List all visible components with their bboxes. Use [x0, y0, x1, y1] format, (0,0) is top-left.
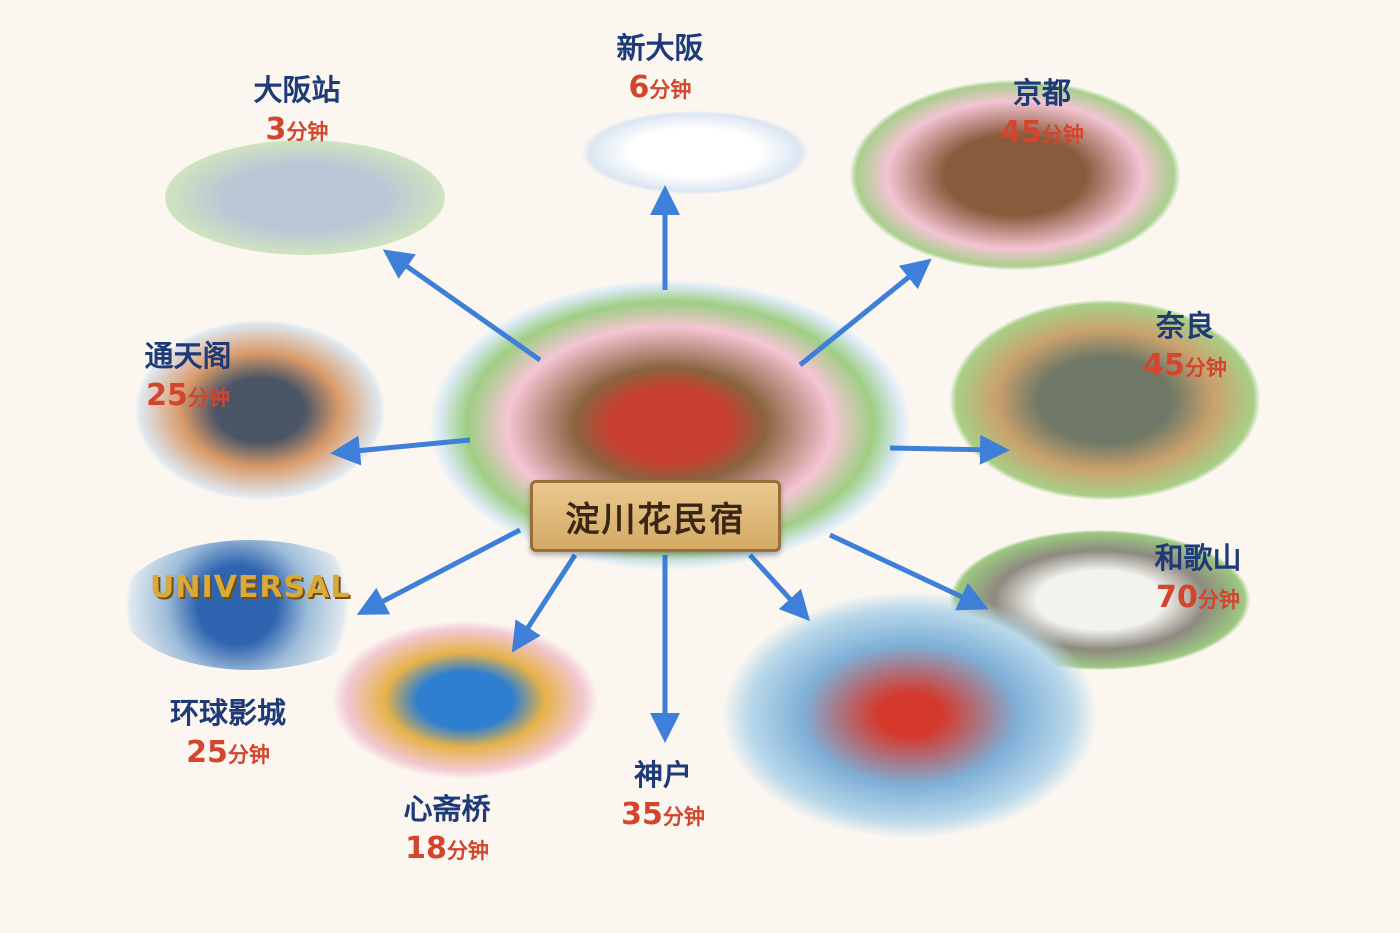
- arrow-shinsaibashi: [511, 553, 578, 653]
- usj-globe-illustration: [120, 540, 380, 670]
- destination-name: 通天阁: [144, 339, 232, 373]
- travel-time: 6分钟: [628, 70, 692, 105]
- kyoto-temple-illustration: [850, 80, 1180, 270]
- destination-name: 和歌山: [1154, 541, 1242, 575]
- osaka-station-illustration: [165, 140, 445, 255]
- destination-osaka-station: 大阪站 3分钟: [253, 70, 340, 152]
- destination-wakayama: 和歌山 70分钟: [1154, 538, 1241, 620]
- kobe-port-illustration: [720, 590, 1100, 840]
- travel-time: 18分钟: [405, 831, 489, 866]
- destination-name: 大阪站: [253, 73, 341, 107]
- shinkansen-illustration: [580, 110, 810, 195]
- arrow-kobe-port: [748, 553, 811, 622]
- destination-name: 京都: [1012, 76, 1071, 110]
- arrow-osaka-station: [382, 249, 542, 363]
- tsutenkaku-illustration: [135, 320, 385, 500]
- destination-name: 新大阪: [616, 31, 704, 65]
- destination-tsutenkaku: 通天阁 25分钟: [144, 336, 231, 418]
- destination-name: 心斋桥: [403, 792, 491, 826]
- travel-time: 3分钟: [265, 112, 329, 147]
- travel-time: 70分钟: [1156, 580, 1240, 615]
- travel-time: 45分钟: [1000, 115, 1084, 150]
- travel-time: 25分钟: [146, 378, 230, 413]
- guesthouse-sign: 淀川花民宿: [530, 480, 781, 552]
- destination-name: 环球影城: [169, 696, 287, 730]
- destination-usj: 环球影城 25分钟: [170, 693, 286, 775]
- nara-buddha-illustration: [950, 300, 1260, 500]
- arrow-usj: [356, 527, 522, 615]
- universal-logo: UNIVERSAL: [150, 570, 351, 605]
- destination-kobe: 神户 35分钟: [621, 755, 705, 837]
- destination-name: 神户: [633, 758, 692, 792]
- destination-name: 奈良: [1155, 309, 1214, 343]
- travel-time: 25分钟: [186, 735, 270, 770]
- arrow-tsutenkaku: [330, 435, 471, 466]
- arrow-wakayama: [828, 532, 989, 611]
- arrow-kyoto: [798, 258, 932, 367]
- arrow-nara: [889, 434, 1010, 465]
- travel-time: 35分钟: [621, 797, 705, 832]
- destination-nara: 奈良 45分钟: [1143, 306, 1227, 388]
- travel-time: 45分钟: [1143, 348, 1227, 383]
- destination-shin-osaka: 新大阪 6分钟: [616, 28, 703, 110]
- destination-shinsaibashi: 心斋桥 18分钟: [403, 789, 490, 871]
- shinsaibashi-illustration: [330, 620, 600, 780]
- destination-kyoto: 京都 45分钟: [1000, 73, 1084, 155]
